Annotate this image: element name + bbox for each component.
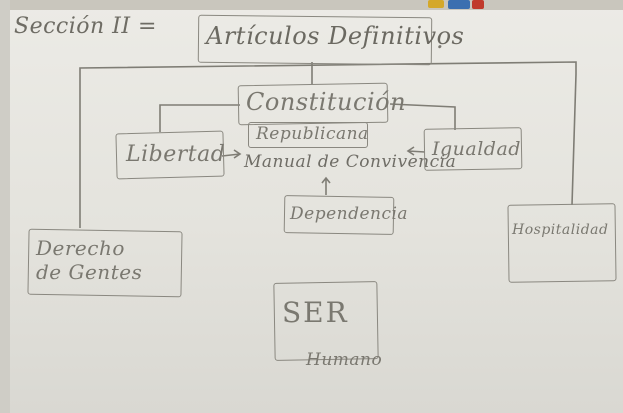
node-republicana: Republicana [256,124,369,144]
republicana-box [248,122,368,148]
connector-constitucion-left [159,104,240,132]
node-derecho-de-gentes: Derecho de Gentes [36,236,143,284]
node-igualdad: Igualdad [432,138,521,160]
node-humano: Humano [306,350,383,370]
yellow-marker [428,0,444,8]
diagram-title: Artículos Definitivos [206,22,465,50]
board-left-edge [0,0,10,413]
arrow-igualdad-manual [406,146,426,156]
section-label: Sección II = [14,14,157,39]
hospitalidad-box [507,203,617,283]
red-marker [472,0,484,9]
connector-main-branch [79,61,577,228]
node-hospitalidad: Hospitalidad [512,222,609,238]
title-period: . [436,26,445,54]
node-dependencia: Dependencia [290,204,409,224]
node-manual: Manual de Convivencia [244,152,457,172]
board-top-edge [0,0,623,10]
arrow-libertad-manual [221,149,242,159]
blue-marker [448,0,470,9]
node-libertad: Libertad [126,142,226,167]
arrow-dependencia-manual [321,176,331,195]
connector-constitucion-right [389,103,456,130]
node-constitucion: Constitución [246,88,407,116]
connector-hospitalidad [571,73,577,206]
node-ser: SER [282,296,349,329]
